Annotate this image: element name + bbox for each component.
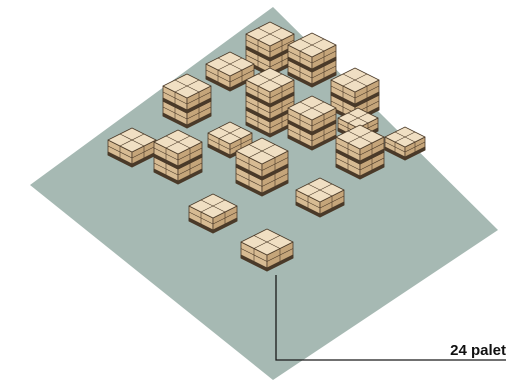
pallet-stack bbox=[246, 68, 294, 137]
pallet-stack bbox=[154, 130, 202, 184]
pallet-stack bbox=[288, 96, 336, 150]
callout-label: 24 palet bbox=[450, 342, 506, 359]
pallet-stack bbox=[163, 74, 211, 128]
pallet-stack bbox=[336, 125, 384, 179]
pallet-stack bbox=[288, 33, 336, 87]
pallet-stack bbox=[236, 138, 288, 196]
